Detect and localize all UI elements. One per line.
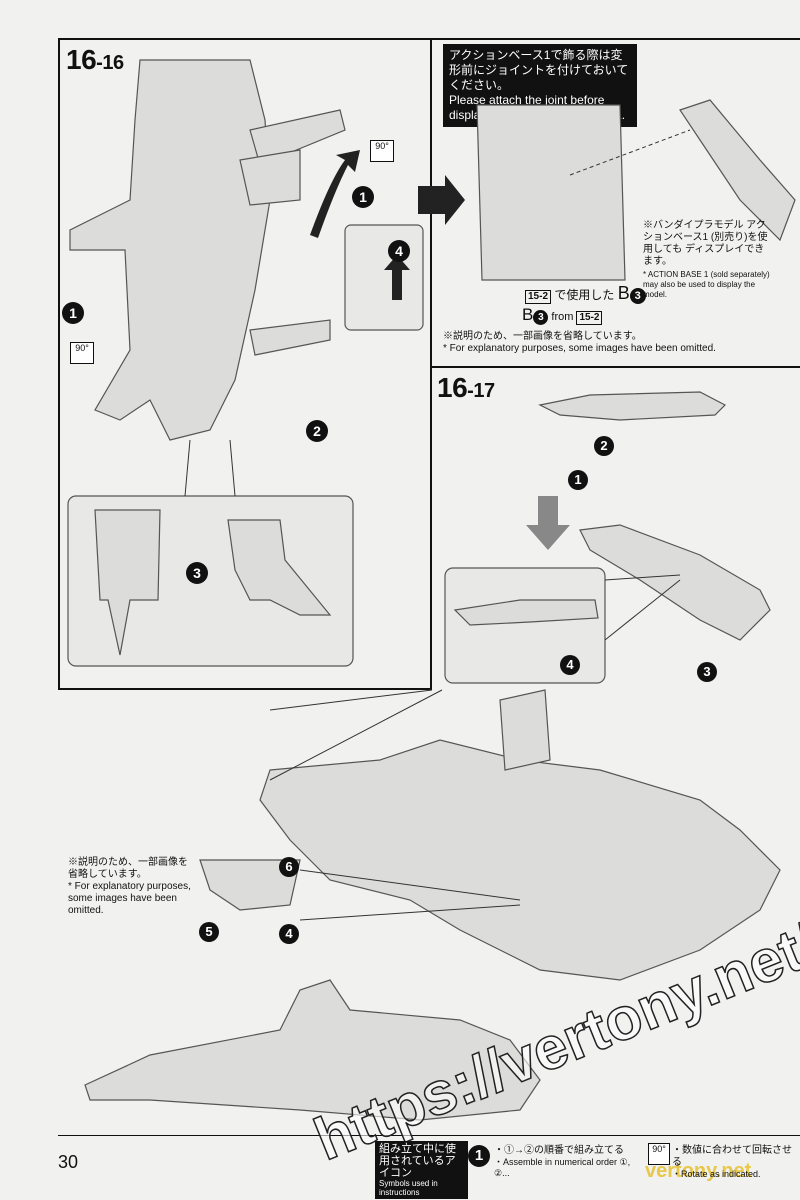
step-label-16-16: 16-16 <box>66 44 124 76</box>
legend-order-text: ・①→②の順番で組み立てる ・Assemble in numerical ord… <box>494 1145 634 1179</box>
omit-note-top-en: * For explanatory purposes, some images … <box>443 343 716 354</box>
callout-3: 3 <box>186 562 208 584</box>
top-rule <box>58 38 800 40</box>
step17-top-rule <box>430 366 800 368</box>
legend-title-jp: 組み立て中に使用されているアイコン <box>379 1143 456 1179</box>
inset-callout-16-17 <box>444 567 606 684</box>
rotate-badge-top: 90° <box>370 140 394 162</box>
base-detail <box>476 104 626 281</box>
arrow-up-4 <box>384 255 410 300</box>
callout-bottom-4: 4 <box>279 924 299 944</box>
omit-note-top-jp: ※説明のため、一部画像を省略しています。 <box>443 331 642 342</box>
omit-note-bottom-jp: ※説明のため、一部画像を省略しています。 <box>68 857 188 880</box>
model-16-17-side <box>579 524 771 641</box>
legend-rotate-jp: ・数値に合わせて回転させる <box>672 1145 792 1168</box>
legend-title: 組み立て中に使用されているアイコン Symbols used in instru… <box>375 1141 468 1199</box>
inset-callout-4 <box>344 224 424 331</box>
bottom-rule <box>58 1135 800 1136</box>
omit-note-bottom: ※説明のため、一部画像を省略しています。 * For explanatory p… <box>68 857 193 917</box>
part-name-en: B <box>522 305 534 324</box>
wing-mid <box>239 149 301 206</box>
part-num: 3 <box>629 288 646 304</box>
wing-upper <box>249 109 346 166</box>
omit-note-bottom-en: * For explanatory purposes, some images … <box>68 881 191 916</box>
callout-1b: 1 <box>62 302 84 324</box>
attach-note-jp: アクションベース1で飾る際は変形前にジョイントを付けておいてください。 <box>449 48 629 92</box>
callout-4: 4 <box>388 240 410 262</box>
model-16-16 <box>69 59 271 441</box>
step17-label-sub: -17 <box>467 380 495 402</box>
callout-16-17-4: 4 <box>560 655 580 675</box>
callout-16-17-2: 2 <box>594 436 614 456</box>
divider-rule <box>58 688 432 690</box>
model-bottom <box>84 979 541 1121</box>
action-base-arm <box>679 99 796 242</box>
watermark-corner: vertony.net <box>645 1160 752 1182</box>
from-en: from <box>551 311 574 323</box>
legend-title-en: Symbols used in instructions <box>379 1179 438 1197</box>
wing-lower <box>249 319 331 356</box>
model-16-17-inset <box>453 599 599 626</box>
model-main-large <box>259 739 781 981</box>
arrow-right-step <box>418 175 465 225</box>
callout-2: 2 <box>306 420 328 442</box>
arrow-curve-1 <box>310 150 360 238</box>
callout-16-17-1: 1 <box>568 470 588 490</box>
legend-order-icon: 1 <box>468 1145 490 1167</box>
left-rule <box>58 38 60 688</box>
action-base-note: ※バンダイプラモデル アクションベース1 (別売り)を使用しても ディスプレイで… <box>643 220 773 300</box>
legend-rotate-en: ・Rotate as indicated. <box>672 1169 761 1179</box>
step17-left-rule <box>430 366 432 688</box>
page-number: 30 <box>58 1152 79 1172</box>
part-name: B <box>617 283 630 303</box>
model-main-wing <box>499 689 551 771</box>
inset-part-right <box>227 519 332 616</box>
arrow-down-step <box>526 496 570 550</box>
part-num-en: 3 <box>533 310 549 325</box>
model-16-17-top <box>538 391 727 421</box>
action-base-note-jp: ※バンダイプラモデル アクションベース1 (別売り)を使用しても ディスプレイで… <box>643 220 768 267</box>
inset-part-left <box>94 509 161 656</box>
callout-16-17-3: 3 <box>697 662 717 682</box>
used-in-jp: で使用した <box>554 288 615 302</box>
part-ref-badge-2: 15-2 <box>576 311 603 325</box>
step17-label-main: 16 <box>437 372 468 403</box>
callout-1a: 1 <box>352 186 374 208</box>
part-ref-badge: 15-2 <box>525 290 552 304</box>
action-base-note-en: * ACTION BASE 1 (sold separately) may al… <box>643 270 770 299</box>
legend-rotate-icon: 90° <box>648 1143 670 1165</box>
legend-rotate-text: ・数値に合わせて回転させる ・Rotate as indicated. <box>672 1145 792 1180</box>
callout-bottom-6: 6 <box>279 857 299 877</box>
rotate-badge-left: 90° <box>70 342 94 364</box>
legend-order-jp: ・①→②の順番で組み立てる <box>494 1145 624 1156</box>
step-label-16-17: 16-17 <box>437 372 495 404</box>
step-label-sub: -16 <box>96 52 124 74</box>
callout-bottom-5: 5 <box>199 922 219 942</box>
omit-note-top: ※説明のため、一部画像を省略しています。 * For explanatory p… <box>443 331 743 355</box>
legend-order-en: ・Assemble in numerical order ①, ②... <box>494 1157 631 1178</box>
step-label-main: 16 <box>66 44 97 75</box>
